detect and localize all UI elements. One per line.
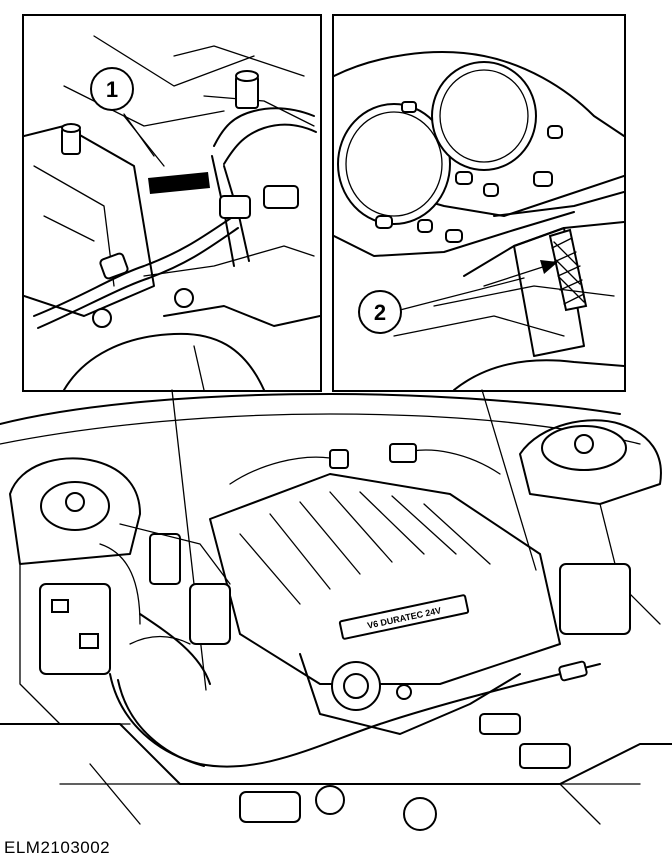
- figure-code-label: ELM2103002: [4, 838, 111, 857]
- callout-2-circle: [358, 290, 402, 334]
- engine-nameplate: [338, 594, 470, 640]
- detail-panel-1: 1: [22, 14, 322, 392]
- detail-panel-2: 2: [332, 14, 626, 392]
- arrow-icon: [540, 260, 558, 274]
- black-arrow-icon: [148, 172, 210, 194]
- callout-2-label: 2: [374, 300, 386, 325]
- engine-bay-view: V6 DURATEC 24V: [0, 384, 672, 834]
- callout-1-circle: [90, 67, 134, 111]
- detail-1-illustration: 1: [24, 35, 320, 390]
- sealant-area: [548, 228, 588, 312]
- engine-bay-illustration: V6 DURATEC 24V: [0, 393, 672, 831]
- callout-1-label: 1: [106, 77, 118, 102]
- detail-2-illustration: 2: [334, 51, 624, 390]
